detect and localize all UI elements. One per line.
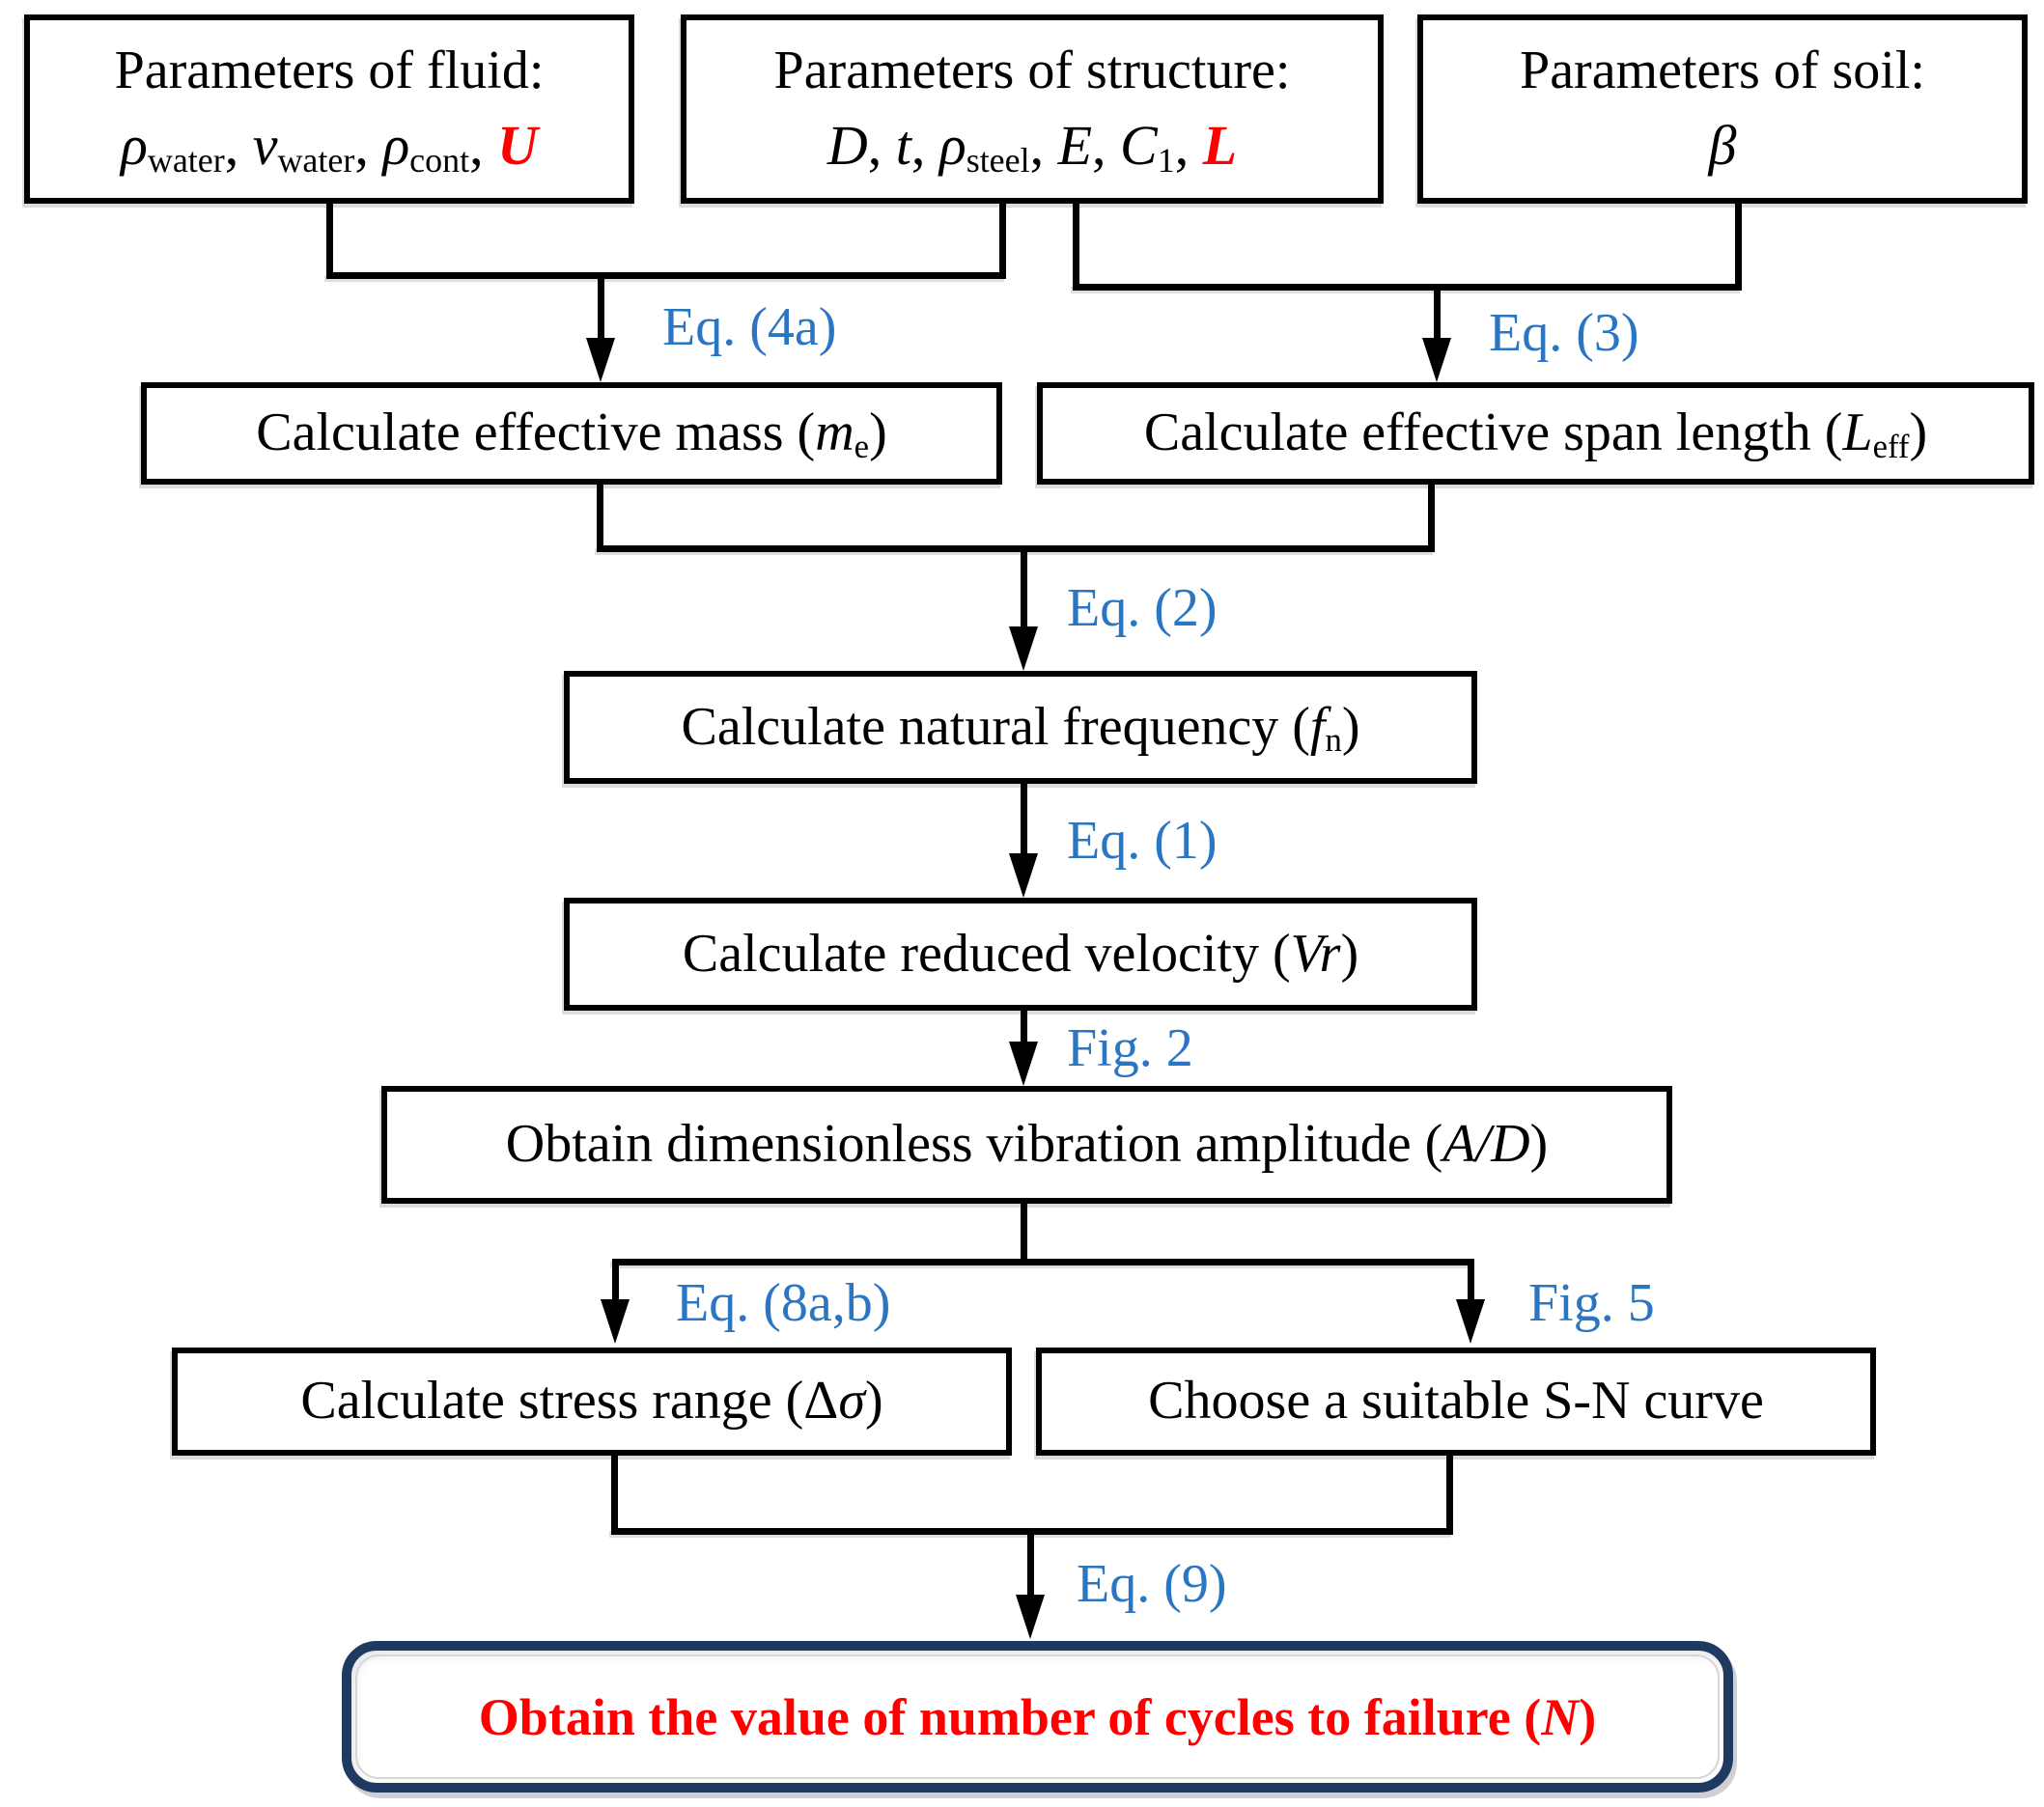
connector-line (1027, 1528, 1034, 1598)
param-fluid-symbols: ρwater, vwater, ρcont, U (121, 113, 538, 180)
arrowhead-icon (1009, 626, 1038, 671)
arrowhead-icon (1016, 1595, 1045, 1639)
connector-line (612, 1259, 619, 1305)
eq-1-label: Eq. (1) (1067, 811, 1218, 871)
reduced-velocity-text: Calculate reduced velocity (Vr) (682, 923, 1359, 984)
stress-range-text: Calculate stress range (Δσ) (300, 1371, 883, 1432)
sn-curve-box: Choose a suitable S-N curve (1036, 1348, 1876, 1456)
connector-line (612, 1259, 1474, 1265)
natural-frequency-text: Calculate natural frequency (fn) (681, 696, 1360, 760)
connector-line (326, 203, 333, 279)
arrowhead-icon (1456, 1299, 1485, 1344)
connector-line (1735, 203, 1742, 291)
param-soil-symbols: β (1708, 113, 1737, 177)
effective-span-box: Calculate effective span length (Leff) (1037, 382, 2034, 485)
effective-mass-box: Calculate effective mass (me) (141, 382, 1002, 485)
param-fluid-box: Parameters of fluid: ρwater, vwater, ρco… (24, 14, 634, 204)
connector-line (598, 272, 604, 344)
connector-line (1446, 1454, 1453, 1535)
eq-4a-label: Eq. (4a) (662, 297, 837, 357)
natural-frequency-box: Calculate natural frequency (fn) (564, 671, 1477, 784)
connector-line (1021, 1202, 1027, 1265)
arrowhead-icon (586, 338, 615, 382)
fig-5-label: Fig. 5 (1528, 1273, 1655, 1333)
stress-range-box: Calculate stress range (Δσ) (172, 1348, 1012, 1456)
connector-line (1021, 782, 1027, 859)
cycles-to-failure-box: Obtain the value of number of cycles to … (342, 1641, 1733, 1793)
connector-line (1428, 483, 1435, 552)
eq-8ab-label: Eq. (8a,b) (676, 1273, 891, 1333)
arrowhead-icon (1422, 338, 1451, 382)
eq-3-label: Eq. (3) (1489, 303, 1639, 363)
param-structure-title: Parameters of structure: (773, 41, 1291, 101)
vibration-amplitude-text: Obtain dimensionless vibration amplitude… (505, 1114, 1549, 1175)
param-fluid-title: Parameters of fluid: (114, 41, 545, 101)
connector-line (1021, 545, 1027, 632)
sn-curve-text: Choose a suitable S-N curve (1148, 1371, 1764, 1432)
param-structure-symbols: D, t, ρsteel, E, C1, L (826, 113, 1238, 180)
connector-line (1073, 203, 1079, 291)
effective-span-text: Calculate effective span length (Leff) (1143, 403, 1928, 465)
eq-2-label: Eq. (2) (1067, 578, 1218, 638)
effective-mass-text: Calculate effective mass (me) (256, 403, 887, 465)
connector-line (611, 1454, 618, 1535)
connector-line (1073, 284, 1742, 291)
reduced-velocity-box: Calculate reduced velocity (Vr) (564, 898, 1477, 1011)
connector-line (999, 203, 1006, 279)
eq-9-label: Eq. (9) (1077, 1554, 1227, 1614)
arrowhead-icon (1009, 1042, 1038, 1086)
param-soil-box: Parameters of soil: β (1417, 14, 2028, 204)
fig-2-label: Fig. 2 (1067, 1018, 1193, 1078)
connector-line (597, 483, 603, 552)
connector-line (1434, 284, 1441, 344)
arrowhead-icon (601, 1299, 630, 1344)
connector-line (326, 272, 1006, 279)
param-structure-box: Parameters of structure: D, t, ρsteel, E… (681, 14, 1384, 204)
param-soil-title: Parameters of soil: (1520, 41, 1925, 101)
connector-line (597, 545, 1435, 552)
vibration-amplitude-box: Obtain dimensionless vibration amplitude… (381, 1086, 1672, 1204)
connector-line (1021, 1009, 1027, 1047)
arrowhead-icon (1009, 853, 1038, 898)
connector-line (1468, 1259, 1474, 1305)
cycles-to-failure-text: Obtain the value of number of cycles to … (478, 1687, 1597, 1746)
